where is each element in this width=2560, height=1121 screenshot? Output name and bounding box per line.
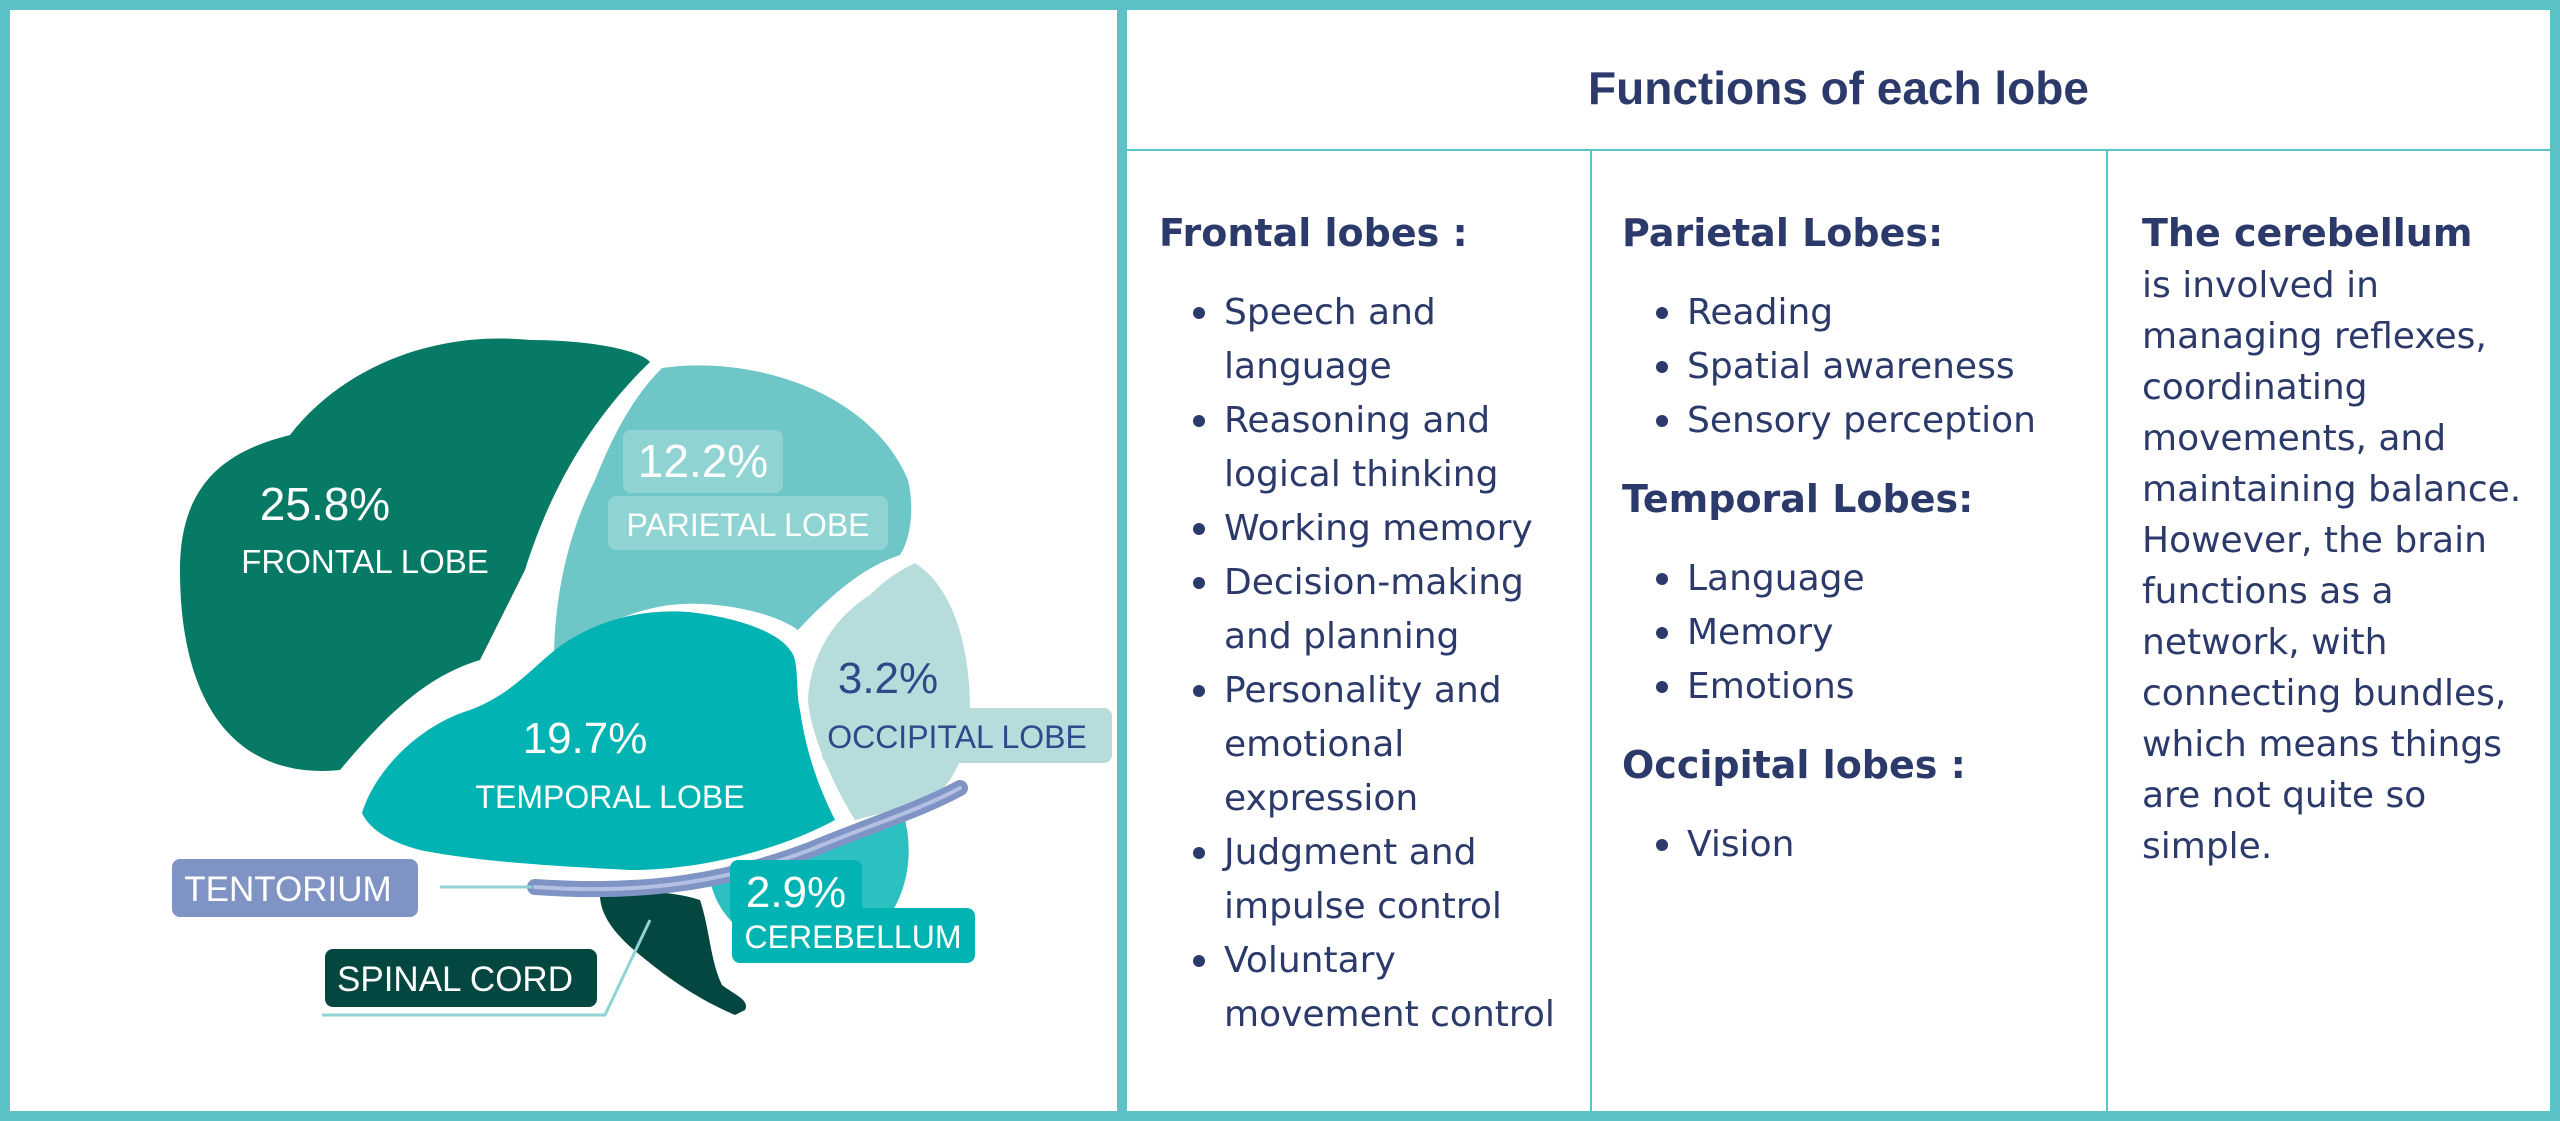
parietal-lobe-label: PARIETAL LOBE [626, 507, 869, 543]
list-item: Reasoning and logical thinking [1193, 394, 1584, 502]
frontal-lobe-region [180, 338, 650, 771]
cerebellum-paragraph: The cerebellum is involved in managing r… [2142, 206, 2522, 872]
frontal-lobe-label: FRONTAL LOBE [241, 543, 489, 580]
list-item: Vision [1656, 818, 2106, 872]
list-item: Memory [1656, 606, 2106, 660]
brain-diagram-panel: 25.8% FRONTAL LOBE 12.2% PARIETAL LOBE 3… [10, 10, 1117, 1111]
functions-table: Functions of each lobe Frontal lobes : S… [1127, 10, 2550, 1111]
title-row: Functions of each lobe [1127, 10, 2550, 151]
frontal-heading: Frontal lobes : [1159, 211, 1468, 255]
list-item: Sensory perception [1656, 394, 2106, 448]
temporal-lobe-region [362, 611, 835, 870]
occipital-label-badge [822, 708, 1112, 763]
parietal-label-badge [608, 496, 888, 550]
tentorium-label-badge [172, 859, 418, 917]
parietal-temporal-occipital-column: Parietal Lobes: Reading Spatial awarenes… [1592, 151, 2108, 1111]
parietal-lobe-percent: 12.2% [638, 435, 768, 487]
temporal-lobe-label: TEMPORAL LOBE [475, 779, 744, 815]
occipital-lobe-label: OCCIPITAL LOBE [827, 719, 1087, 755]
list-item: Working memory [1193, 502, 1584, 556]
temporal-list: Language Memory Emotions [1622, 552, 2106, 714]
spinal-cord-label: SPINAL CORD [337, 960, 573, 999]
spinal-cord-region [600, 891, 746, 1015]
spinal-cord-leader-line [322, 919, 652, 1017]
cerebellum-label-badge [732, 908, 975, 963]
occipital-heading: Occipital lobes : [1622, 743, 1966, 787]
list-item: Speech and language [1193, 286, 1584, 394]
list-item: Personality and emotional expression [1193, 664, 1584, 826]
frontal-list: Speech and language Reasoning and logica… [1159, 286, 1590, 1042]
frontal-lobe-percent: 25.8% [260, 478, 390, 530]
list-item: Language [1656, 552, 2106, 606]
temporal-heading: Temporal Lobes: [1622, 477, 1974, 521]
cerebellum-text: is involved in managing reflexes, coordi… [2142, 265, 2522, 867]
temporal-lobe-percent: 19.7% [523, 714, 648, 763]
occipital-lobe-percent: 3.2% [838, 654, 938, 703]
cerebellum-percent-badge [730, 860, 862, 923]
tentorium-highlight [533, 786, 962, 892]
list-item: Reading [1656, 286, 2106, 340]
page-title: Functions of each lobe [1588, 61, 2089, 114]
parietal-heading: Parietal Lobes: [1622, 211, 1944, 255]
brain-diagram: 25.8% FRONTAL LOBE 12.2% PARIETAL LOBE 3… [172, 338, 1112, 1017]
frontal-column: Frontal lobes : Speech and language Reas… [1127, 151, 1592, 1111]
occipital-list: Vision [1622, 818, 2106, 872]
list-item: Judgment and impulse control [1193, 826, 1584, 934]
cerebellum-column: The cerebellum is involved in managing r… [2108, 151, 2550, 1111]
cerebellum-heading: The cerebellum [2142, 211, 2473, 255]
parietal-list: Reading Spatial awareness Sensory percep… [1622, 286, 2106, 448]
tentorium-label: TENTORIUM [184, 870, 391, 909]
list-item: Emotions [1656, 660, 2106, 714]
spinal-cord-label-badge [325, 949, 597, 1007]
list-item: Spatial awareness [1656, 340, 2106, 394]
panel-divider [1117, 0, 1127, 1121]
list-item: Voluntary movement control [1193, 934, 1584, 1042]
list-item: Decision-making and planning [1193, 556, 1584, 664]
cerebellum-label: CEREBELLUM [745, 919, 962, 955]
parietal-percent-badge [623, 430, 783, 493]
